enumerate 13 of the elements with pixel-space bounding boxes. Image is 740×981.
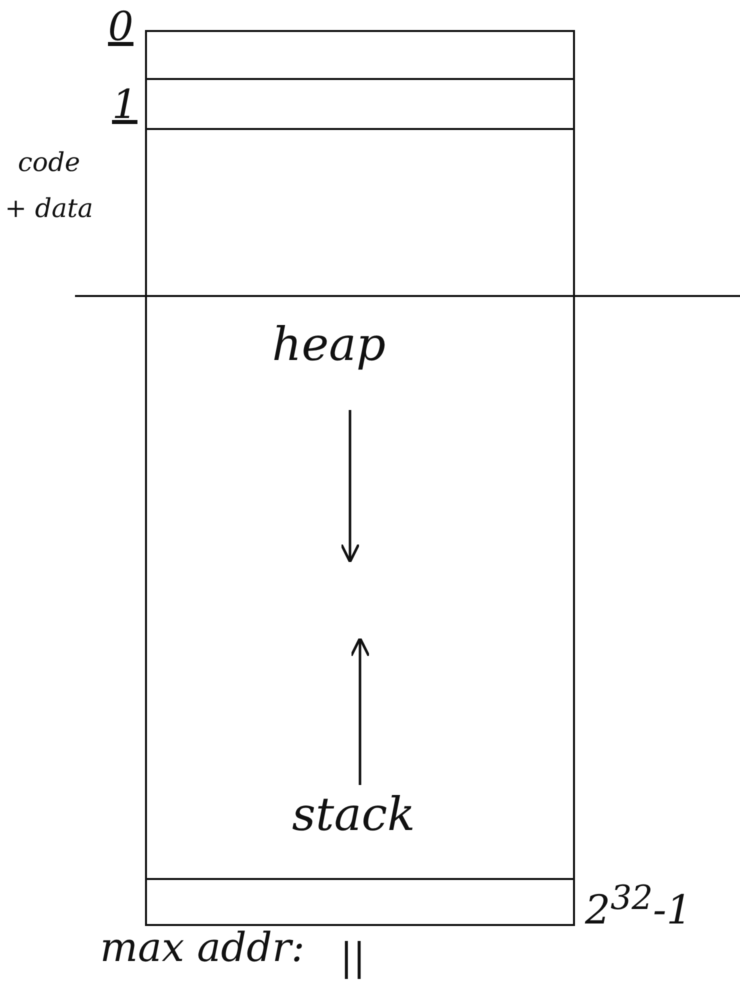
address-label: 1	[112, 82, 138, 128]
note-text: ||	[340, 935, 366, 979]
memory-row	[145, 30, 575, 80]
address-label: code + data	[4, 147, 94, 226]
region-label: stack	[292, 787, 416, 841]
memory-row	[145, 78, 575, 130]
note-text: max addr:	[100, 925, 305, 971]
address-label: 2$^{32}$-1	[585, 878, 692, 934]
memory-region	[145, 295, 575, 880]
address-label: 0	[108, 4, 134, 50]
memory-row	[145, 878, 575, 926]
memory-row	[145, 128, 575, 297]
region-label: heap	[272, 317, 386, 371]
